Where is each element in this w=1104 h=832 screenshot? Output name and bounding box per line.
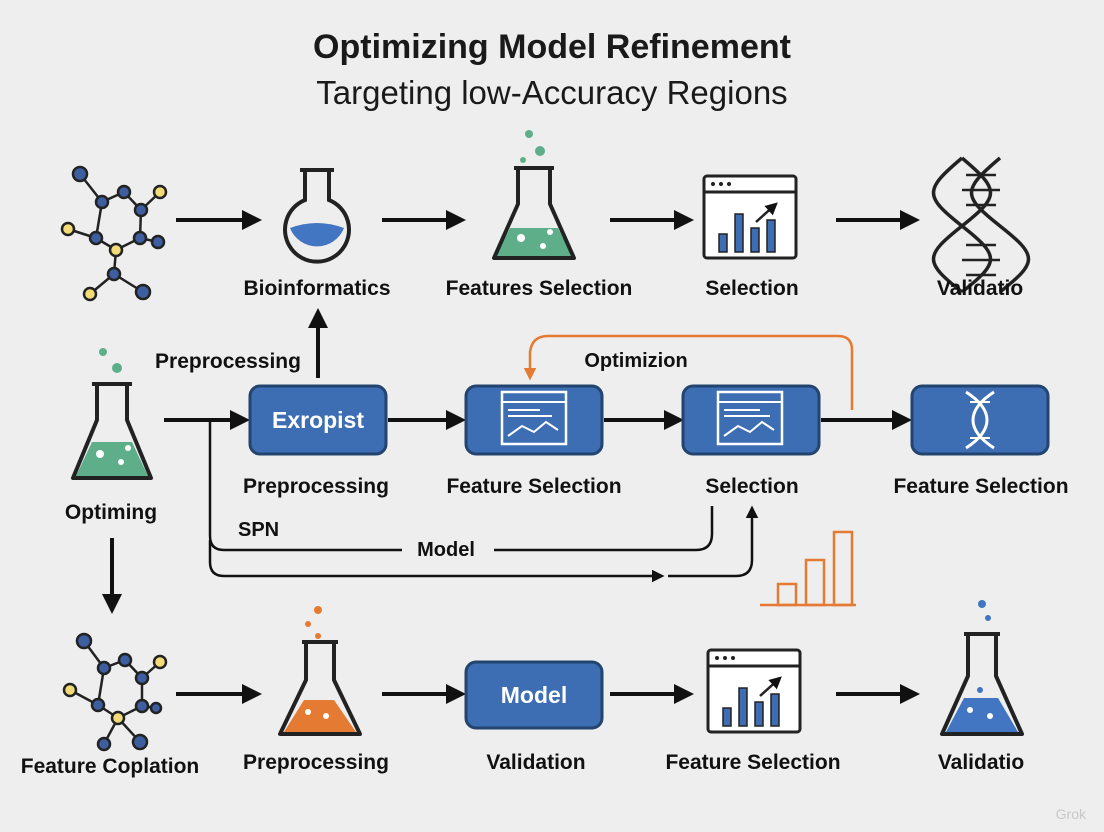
label-selection-2: Selection [705, 475, 799, 498]
dna-box [910, 384, 1050, 456]
model-up-arrow [668, 505, 759, 578]
label-features-selection: Features Selection [445, 277, 633, 300]
code-window-box [681, 384, 821, 456]
model-feedback-arrow [208, 420, 402, 552]
label-selection: Selection [705, 277, 799, 300]
bar-chart-icon [760, 530, 856, 607]
molecule-icon [62, 632, 168, 752]
optimization-loop-arrow [523, 334, 854, 410]
label-feature-selection-3: Feature Selection [665, 751, 841, 774]
flask-icon [283, 168, 351, 264]
label-model: Model [417, 539, 475, 561]
beaker-icon [71, 348, 153, 480]
model-feedback-arrow-2 [494, 506, 714, 552]
beaker-icon [278, 606, 362, 736]
dna-icon [931, 156, 1031, 294]
diagram-title: Optimizing Model Refinement [313, 28, 791, 66]
label-validatio: Validatio [936, 277, 1024, 300]
code-window-box [464, 384, 604, 456]
label-preprocessing: Preprocessing [243, 475, 389, 498]
label-feature-selection-2: Feature Selection [893, 475, 1069, 498]
label-spn: SPN [238, 519, 280, 541]
exropist-box: Exropist [248, 384, 388, 456]
label-preprocessing-top: Preprocessing [155, 350, 301, 373]
molecule-icon [60, 165, 168, 302]
beaker-icon [492, 130, 576, 260]
label-validation: Validation [486, 751, 586, 774]
chart-window-icon [702, 174, 798, 260]
label-bioinformatics: Bioinformatics [243, 277, 391, 300]
watermark: Grok [1055, 806, 1086, 822]
label-feature-coplation: Feature Coplation [20, 755, 200, 778]
model-box-label: Model [501, 682, 567, 708]
label-optiming: Optiming [64, 501, 158, 524]
label-feature-selection: Feature Selection [446, 475, 622, 498]
beaker-icon [940, 600, 1024, 736]
label-preprocessing-3: Preprocessing [243, 751, 389, 774]
exropist-box-label: Exropist [272, 407, 364, 433]
model-bottom-arrow [208, 540, 665, 583]
chart-window-icon [706, 648, 802, 734]
diagram-subtitle: Targeting low-Accuracy Regions [316, 74, 788, 111]
model-box: Model [464, 660, 604, 730]
label-optimizion: Optimizion [584, 350, 688, 372]
label-validatio-3: Validatio [937, 751, 1025, 774]
